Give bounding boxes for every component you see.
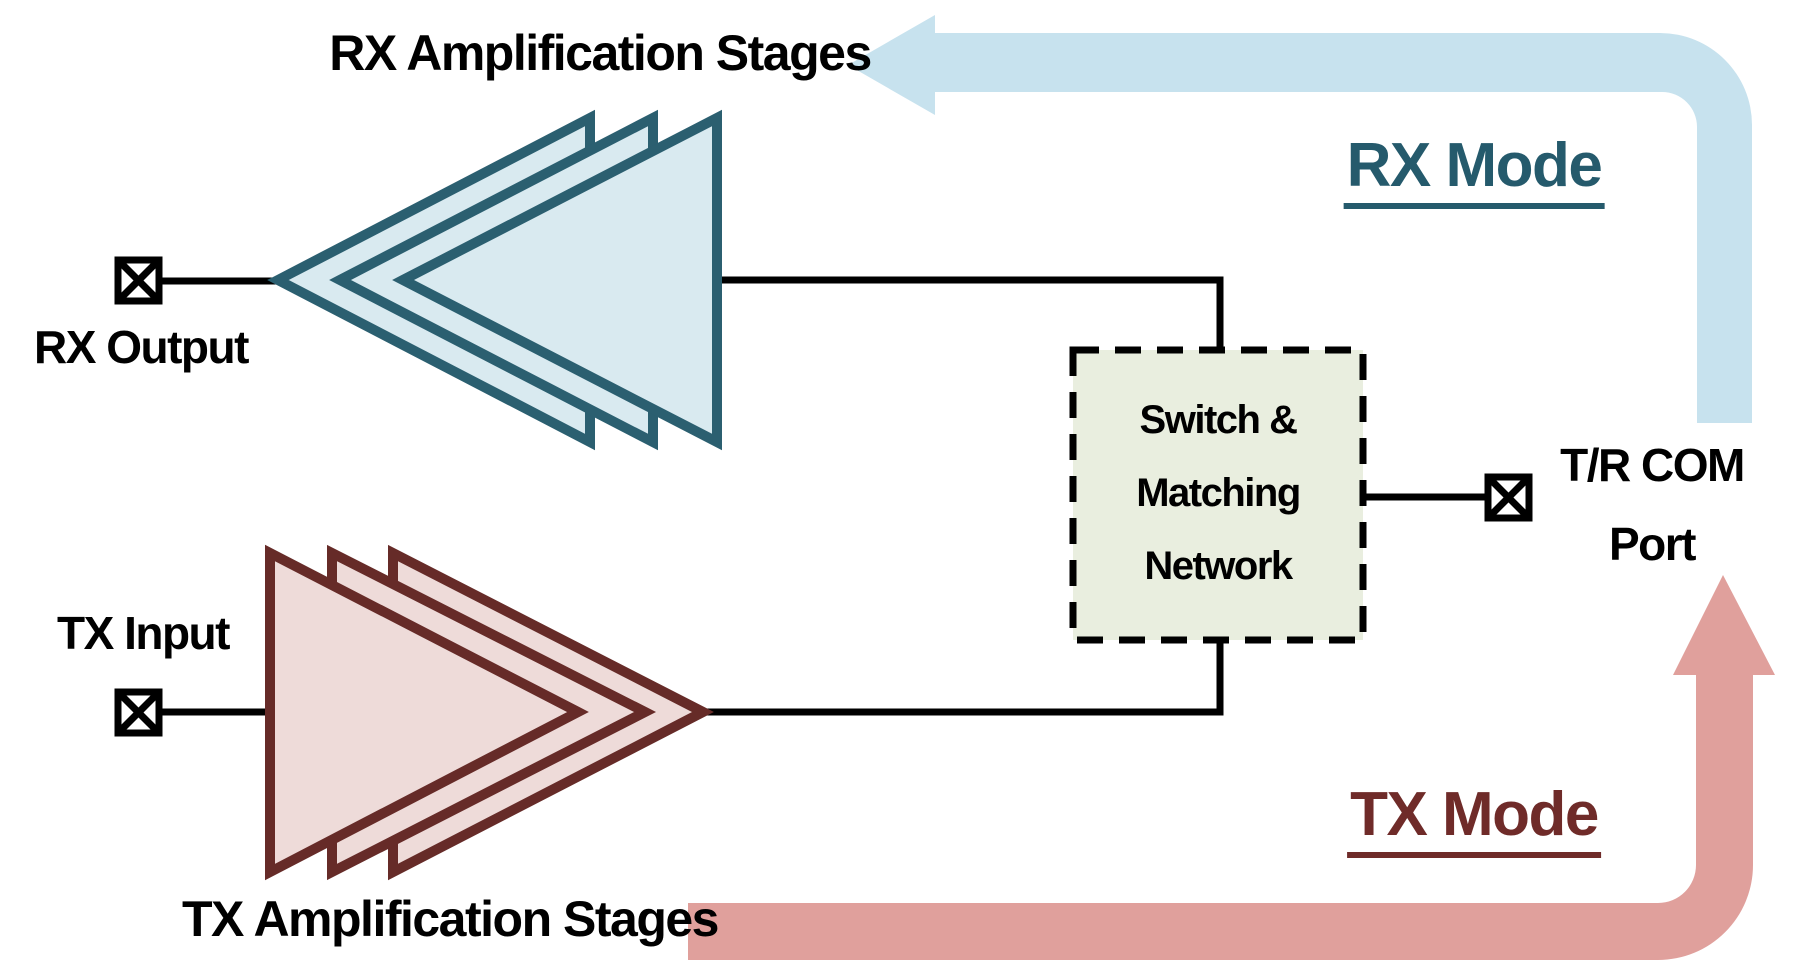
tx-mode-flow-arrow-icon: [688, 575, 1775, 960]
rx-output-port-icon: [114, 256, 163, 305]
tr-com-line-1: T/R COM: [1560, 439, 1745, 491]
switch-box-line-3: Network: [1144, 544, 1293, 588]
tx-mode-label: TX Mode: [1347, 780, 1601, 858]
tr-com-port-icon: [1484, 473, 1533, 522]
rx-mode-flow-arrow-icon: [848, 15, 1752, 423]
switch-to-tx-amp-line: [706, 638, 1224, 716]
switch-box-line-2: Matching: [1136, 471, 1301, 515]
rx-amplification-stages-label: RX Amplification Stages: [329, 25, 872, 81]
rx-mode-text: RX Mode: [1343, 131, 1605, 209]
tr-com-port-label: T/R COM Port: [1560, 426, 1745, 584]
rx-amp-stages: [267, 109, 722, 451]
switch-box-line-1: Switch &: [1139, 398, 1298, 442]
tx-amp-stage-1-icon: [265, 544, 589, 881]
tx-mode-text: TX Mode: [1347, 780, 1601, 858]
tx-amplification-stages-label: TX Amplification Stages: [182, 891, 719, 947]
tx-amp-stages: [265, 544, 714, 881]
tx-input-port-icon: [114, 688, 163, 737]
rx-amp-stage-1-icon: [392, 109, 722, 451]
switch-matching-network-label: Switch & Matching Network: [1073, 384, 1363, 603]
switch-matching-network-box: [1069, 346, 1367, 644]
tr-com-line-2: Port: [1608, 518, 1696, 570]
rx-output-label: RX Output: [34, 321, 249, 373]
rx-amp-to-switch-line: [714, 276, 1224, 352]
signal-lines: [161, 276, 1490, 716]
rx-mode-label: RX Mode: [1343, 131, 1605, 209]
tx-input-label: TX Input: [57, 607, 230, 659]
